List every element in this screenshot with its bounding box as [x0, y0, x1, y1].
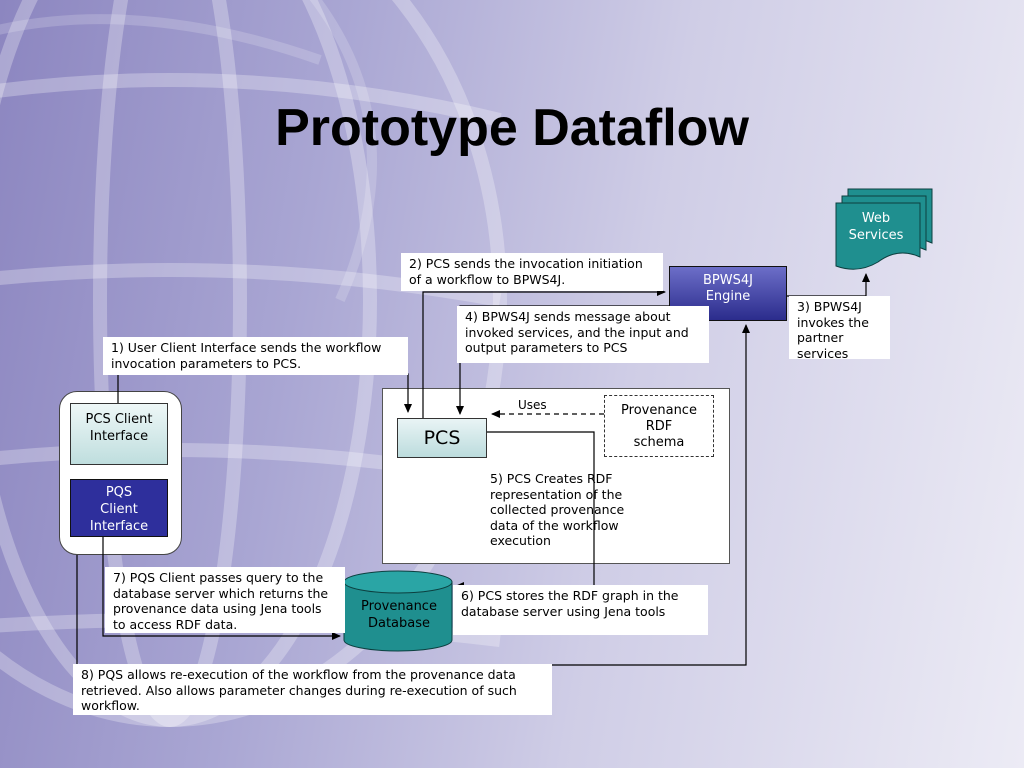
- arrow-step7: [102, 537, 341, 640]
- web-services-icon: [835, 188, 933, 270]
- pcs-client-interface-box: PCS Client Interface: [70, 403, 168, 465]
- provenance-database-label: Provenance Database: [361, 599, 437, 631]
- web-services-label: Web Services: [848, 211, 904, 243]
- arrow-step2: [422, 288, 666, 418]
- note-step7: 7) PQS Client passes query to the databa…: [105, 567, 345, 633]
- note-step8: 8) PQS allows re-execution of the workfl…: [73, 664, 552, 715]
- page-title: Prototype Dataflow: [275, 99, 749, 157]
- uses-label: Uses: [518, 398, 547, 412]
- arrow-step3: [787, 273, 870, 297]
- note-step5: 5) PCS Creates RDF representation of the…: [490, 471, 625, 548]
- note-step6: 6) PCS stores the RDF graph in the datab…: [453, 585, 708, 635]
- pqs-client-interface-box: PQS Client Interface: [70, 479, 168, 537]
- provenance-rdf-schema-box: Provenance RDF schema: [604, 395, 714, 457]
- note-step2: 2) PCS sends the invocation initiation o…: [401, 253, 663, 291]
- note-step3: 3) BPWS4J invokes the partner services: [789, 296, 890, 361]
- note-step1: 1) User Client Interface sends the workf…: [103, 337, 408, 375]
- note-step4: 4) BPWS4J sends message about invoked se…: [457, 306, 709, 363]
- pcs-box: PCS: [397, 418, 487, 458]
- database-icon: [343, 570, 453, 652]
